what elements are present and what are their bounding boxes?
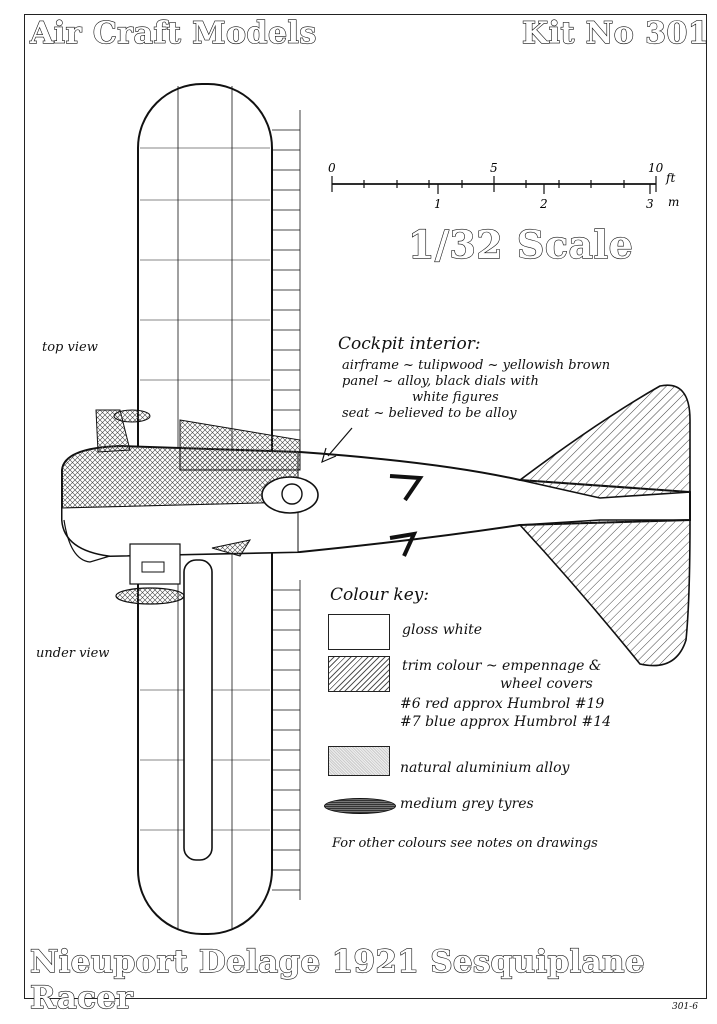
cockpit-note: white figures [412,390,499,405]
ft-tick-0: 0 [328,161,336,175]
key-aluminium-alloy: natural aluminium alloy [400,760,570,776]
m-tick-2: 2 [539,197,548,211]
subject-title: Nieuport Delage 1921 Sesquiplane Racer [29,943,645,1016]
key-trim-red: #6 red approx Humbrol #19 [400,696,605,712]
m-tick-1: 1 [434,197,442,211]
ft-unit: ft [665,171,675,185]
swatch-trim-colour [328,656,390,692]
under-view-label: under view [36,646,110,661]
colour-key-title: Colour key: [330,585,430,605]
key-tyres: medium grey tyres [400,796,534,812]
brand-title: Air Craft Models [29,15,317,51]
key-trim-blue: #7 blue approx Humbrol #14 [400,714,612,730]
kit-number: Kit No 301 [521,15,710,51]
m-unit: m [668,195,679,209]
cockpit-note: airframe ~ tulipwood ~ yellowish brown [342,358,611,373]
key-gloss-white: gloss white [402,622,483,638]
tailplane-upper [518,384,691,499]
colour-key-note: For other colours see notes on drawings [332,836,598,851]
key-trim-colour: wheel covers [500,676,593,692]
cockpit-note: panel ~ alloy, black dials with [342,374,539,389]
page-number: 301-6 [672,1002,698,1012]
swatch-gloss-white [328,614,390,650]
swatch-tyres [324,798,396,814]
ft-tick-10: 10 [648,161,664,175]
scale-title: 1/32 Scale [407,221,634,267]
top-view-label: top view [42,340,98,355]
tailplane-lower [518,519,691,667]
m-tick-3: 3 [646,197,654,211]
swatch-aluminium-alloy [328,746,390,776]
drawing-sheet-border [24,14,707,999]
cockpit-note: seat ~ believed to be alloy [342,406,517,421]
ft-tick-5: 5 [490,161,498,175]
cockpit-title: Cockpit interior: [338,334,481,354]
key-trim-colour: trim colour ~ empennage & [402,658,602,674]
